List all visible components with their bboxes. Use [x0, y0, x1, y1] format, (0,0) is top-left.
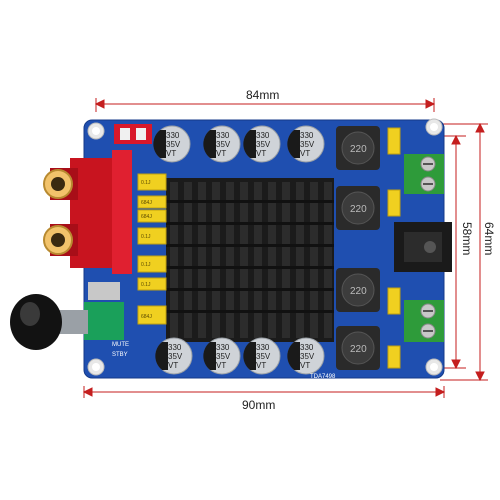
film-cap-4 [137, 227, 167, 245]
model-label: TDA7498 [310, 374, 336, 380]
film-cap-label: 0.1J [141, 282, 151, 288]
dimension-bottom-width: 90mm [242, 398, 276, 412]
inductor-label: 220 [350, 204, 367, 215]
capacitor-label: 35V [300, 352, 315, 361]
capacitor-label: 330 [300, 131, 314, 140]
film-cap-5 [137, 255, 167, 273]
capacitor-label: VT [166, 149, 176, 158]
film-cap-label: 0.1J [141, 180, 151, 186]
heatsink [166, 178, 334, 342]
stby-label: STBY [112, 352, 128, 358]
mute-label: MUTE [112, 342, 129, 348]
capacitor-label: VT [300, 361, 310, 370]
dimension-lines [82, 98, 488, 398]
capacitor-label: 330 [168, 343, 182, 352]
inductor-label: 220 [350, 286, 367, 297]
film-cap-label: 0.1J [141, 262, 151, 268]
dimension-top-width: 84mm [246, 88, 280, 102]
film-cap-label: 684J [141, 314, 152, 320]
capacitor-label: VT [256, 361, 266, 370]
inductor-label: 220 [350, 344, 367, 355]
inductors [336, 126, 380, 370]
film-cap-7 [137, 305, 167, 325]
capacitor-label: 330 [166, 131, 180, 140]
film-cap-label: 0.1J [141, 234, 151, 240]
capacitor-label: 35V [256, 352, 271, 361]
speaker-terminal-bottom [404, 300, 444, 342]
capacitor-label: 35V [216, 352, 231, 361]
capacitor-label: 35V [166, 140, 181, 149]
film-cap-2 [137, 195, 167, 209]
capacitor-label: VT [168, 361, 178, 370]
capacitor-label: 35V [216, 140, 231, 149]
capacitor-label: 330 [216, 131, 230, 140]
inductor-label: 220 [350, 144, 367, 155]
capacitor-label: 330 [256, 343, 270, 352]
capacitors-top [153, 125, 325, 163]
potentiometer-body [84, 302, 124, 340]
capacitor-label: 35V [168, 352, 183, 361]
capacitor-label: VT [216, 149, 226, 158]
capacitor-label: VT [300, 149, 310, 158]
capacitor-label: VT [256, 149, 266, 158]
speaker-terminal-top [404, 154, 444, 194]
capacitor-label: 35V [300, 140, 315, 149]
capacitor-label: 330 [256, 131, 270, 140]
capacitor-label: 330 [216, 343, 230, 352]
dip-switch [114, 124, 152, 144]
film-cap-3 [137, 209, 167, 223]
film-cap-label: 684J [141, 200, 152, 206]
capacitor-label: 35V [256, 140, 271, 149]
film-cap-label: 684J [141, 214, 152, 220]
film-cap-6 [137, 277, 167, 291]
capacitor-label: VT [216, 361, 226, 370]
capacitor-label: 330 [300, 343, 314, 352]
film-cap-1 [137, 173, 167, 191]
capacitors-bottom [155, 337, 325, 375]
